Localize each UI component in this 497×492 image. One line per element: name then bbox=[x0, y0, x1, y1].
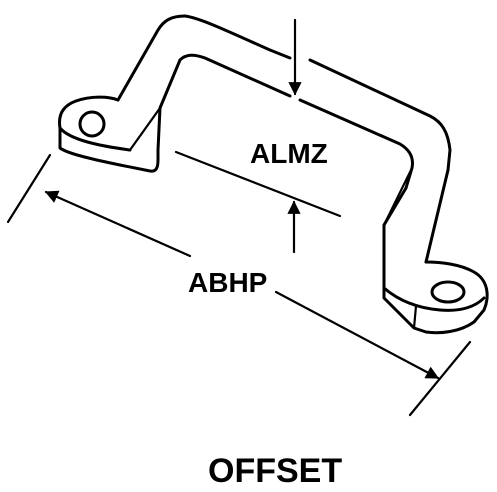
depth-dimension bbox=[174, 18, 342, 254]
right-upright-outer bbox=[424, 168, 450, 264]
length-extension-left bbox=[6, 153, 52, 224]
depth-label: ALMZ bbox=[250, 138, 328, 169]
length-arrow-left bbox=[44, 190, 192, 258]
length-extension-right bbox=[408, 340, 472, 417]
right-foot bbox=[382, 260, 489, 335]
right-foot-top bbox=[382, 286, 486, 312]
left-upright-edge bbox=[128, 106, 162, 152]
right-upright-edge bbox=[382, 166, 414, 227]
length-label: ABHP bbox=[188, 267, 267, 298]
left-upright-inner bbox=[156, 58, 182, 152]
length-arrow-right bbox=[274, 290, 440, 380]
top-bar-inner bbox=[178, 53, 292, 98]
left-mounting-hole bbox=[78, 110, 106, 138]
right-foot-edge bbox=[412, 304, 418, 330]
depth-reference-line bbox=[174, 150, 342, 218]
top-bar-outer-right bbox=[308, 58, 452, 172]
length-dimension bbox=[6, 153, 472, 417]
caption: OFFSET bbox=[208, 452, 342, 490]
right-mounting-hole bbox=[430, 280, 466, 304]
top-bar-outer bbox=[183, 14, 292, 60]
left-foot bbox=[58, 95, 160, 173]
offset-handle-part bbox=[58, 14, 489, 335]
left-foot-top bbox=[58, 126, 132, 152]
left-upright-outer bbox=[116, 14, 187, 102]
